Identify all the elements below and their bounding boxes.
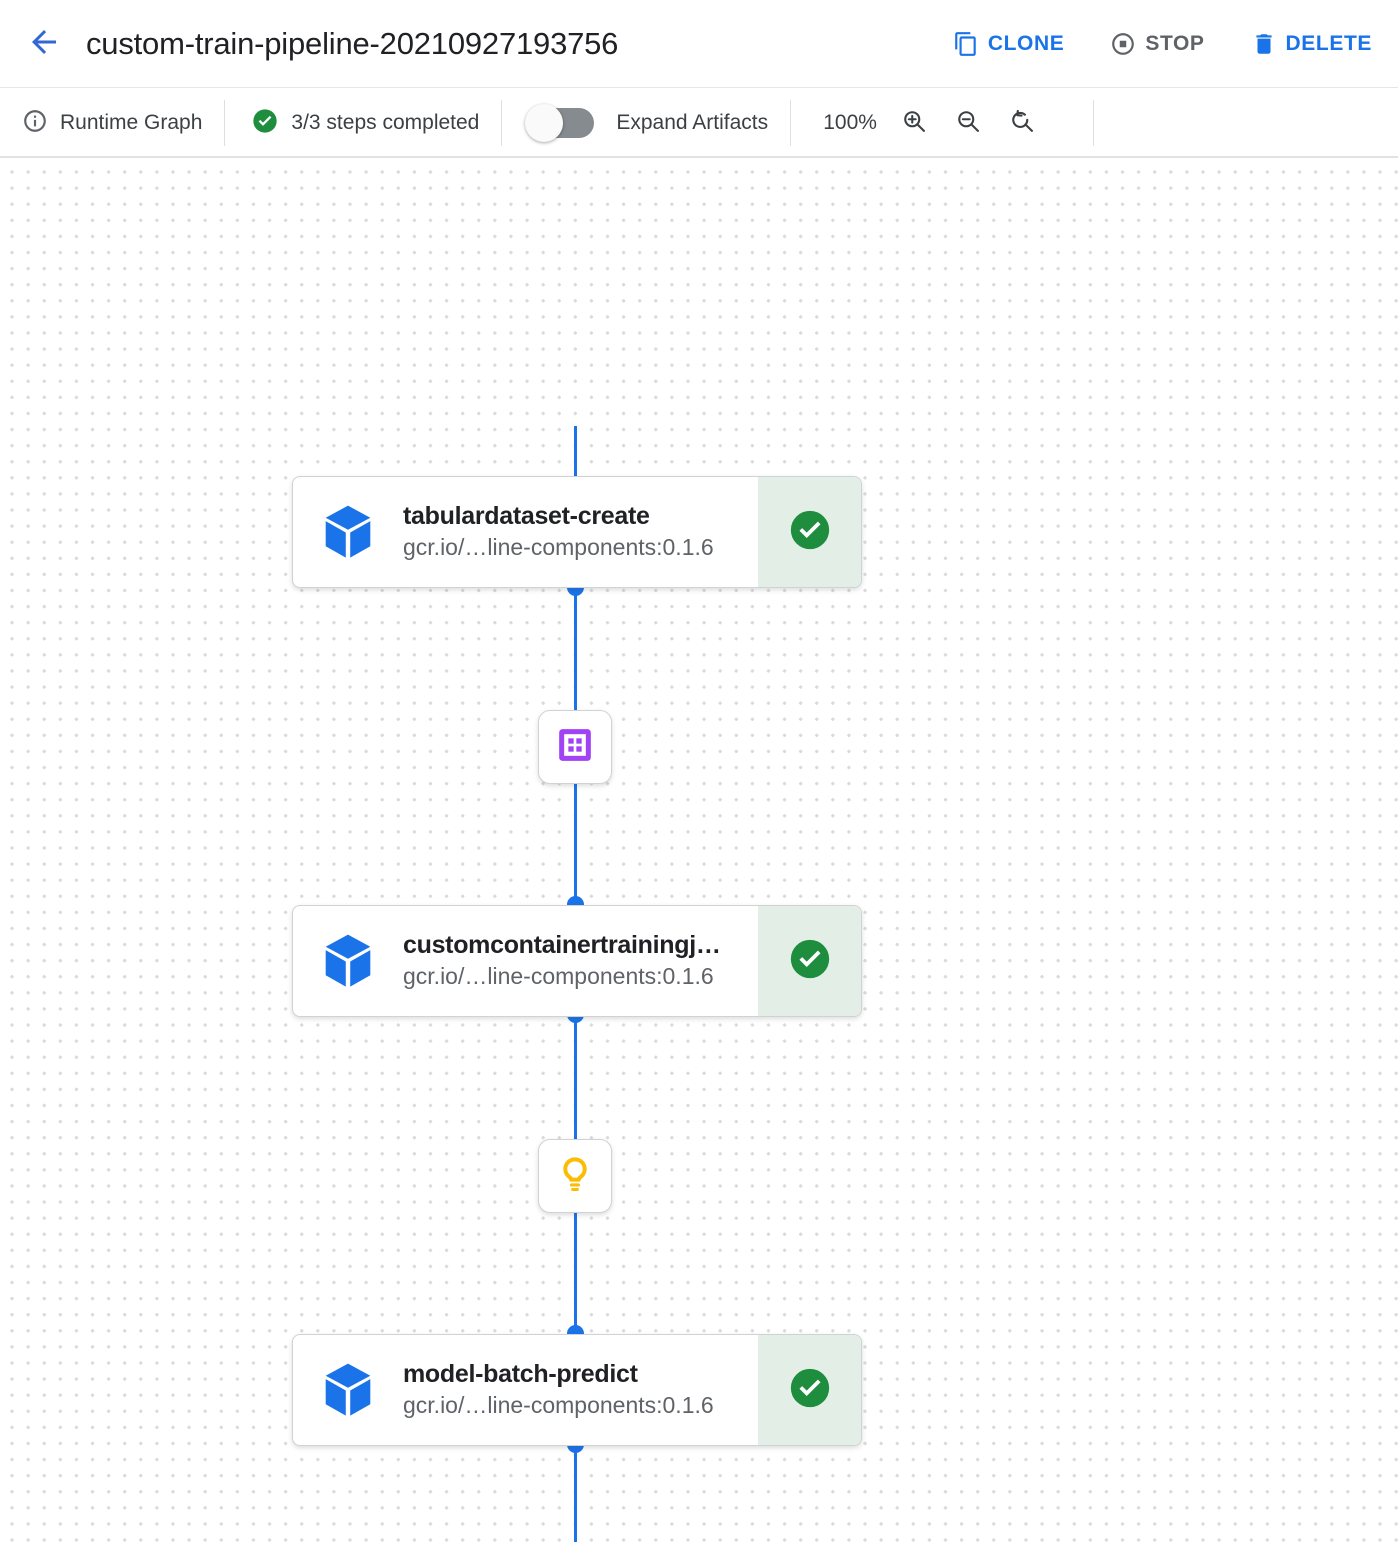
steps-status: 3/3 steps completed xyxy=(225,88,501,158)
cube-icon xyxy=(293,906,403,1016)
stop-label: STOP xyxy=(1145,32,1205,55)
artifact-node-dataset[interactable] xyxy=(538,710,612,784)
dataset-icon xyxy=(555,725,595,770)
trash-icon xyxy=(1251,31,1277,57)
arrow-back-icon xyxy=(26,24,62,65)
zoom-reset-button[interactable] xyxy=(999,100,1045,146)
edge-node1-dataset-lower xyxy=(574,588,577,716)
edge-node2-to-model xyxy=(574,1010,577,1150)
node-subtitle: gcr.io/…line-components:0.1.6 xyxy=(403,534,714,561)
node-text: tabulardataset-create gcr.io/…line-compo… xyxy=(403,477,758,587)
page-title: custom-train-pipeline-20210927193756 xyxy=(86,26,619,61)
edge-model-to-node3 xyxy=(574,1206,577,1348)
toolbar-divider-4 xyxy=(1093,100,1095,146)
toolbar-divider-1 xyxy=(224,100,226,146)
delete-label: DELETE xyxy=(1285,32,1372,55)
pipeline-node-tabulardataset-create[interactable]: tabulardataset-create gcr.io/…line-compo… xyxy=(292,476,862,588)
zoom-in-button[interactable] xyxy=(891,100,937,146)
clone-button[interactable]: CLONE xyxy=(953,31,1065,57)
stop-circle-icon xyxy=(1110,31,1136,57)
toolbar-divider-3 xyxy=(790,100,792,146)
delete-button[interactable]: DELETE xyxy=(1251,31,1372,57)
zoom-reset-icon xyxy=(1008,107,1036,140)
toggle-knob xyxy=(525,104,564,142)
node-title: customcontainertrainingj… xyxy=(403,930,721,959)
expand-artifacts-label: Expand Artifacts xyxy=(616,111,769,134)
zoom-out-button[interactable] xyxy=(945,100,991,146)
artifact-node-model[interactable] xyxy=(538,1139,612,1213)
header-actions: CLONE STOP DELETE xyxy=(953,31,1372,57)
status-badge xyxy=(758,906,861,1016)
back-button[interactable] xyxy=(22,22,66,66)
check-circle-icon xyxy=(787,936,833,987)
zoom-in-icon xyxy=(900,107,928,140)
stop-button[interactable]: STOP xyxy=(1110,31,1204,57)
toolbar-divider-2 xyxy=(501,100,503,146)
expand-artifacts-toggle[interactable] xyxy=(525,104,595,142)
node-title: model-batch-predict xyxy=(403,1359,638,1388)
pipeline-node-customcontainertrainingjob[interactable]: customcontainertrainingj… gcr.io/…line-c… xyxy=(292,905,862,1017)
node-subtitle: gcr.io/…line-components:0.1.6 xyxy=(403,963,714,990)
copy-icon xyxy=(953,31,979,57)
zoom-level-label: 100% xyxy=(823,111,877,134)
runtime-graph-item[interactable]: Runtime Graph xyxy=(22,88,224,158)
node-title: tabulardataset-create xyxy=(403,501,650,530)
info-icon xyxy=(22,108,48,139)
runtime-graph-label: Runtime Graph xyxy=(60,111,203,134)
cube-icon xyxy=(293,477,403,587)
clone-label: CLONE xyxy=(987,32,1065,55)
zoom-out-icon xyxy=(954,107,982,140)
status-badge xyxy=(758,1335,861,1445)
pipeline-graph-canvas[interactable]: tabulardataset-create gcr.io/…line-compo… xyxy=(0,158,1398,1542)
lightbulb-icon xyxy=(555,1154,595,1199)
graph-toolbar: Runtime Graph 3/3 steps completed Expand… xyxy=(0,88,1398,158)
page-header: custom-train-pipeline-20210927193756 CLO… xyxy=(0,0,1398,88)
zoom-controls: 100% xyxy=(791,88,1067,158)
edge-node3-to-batchpred xyxy=(574,1442,577,1542)
pipeline-node-model-batch-predict[interactable]: model-batch-predict gcr.io/…line-compone… xyxy=(292,1334,862,1446)
expand-artifacts-group: Expand Artifacts xyxy=(502,88,790,158)
steps-status-label: 3/3 steps completed xyxy=(291,111,480,134)
node-subtitle: gcr.io/…line-components:0.1.6 xyxy=(403,1392,714,1419)
edge-dataset-to-node2 xyxy=(574,778,577,923)
check-circle-icon xyxy=(251,107,279,140)
node-text: model-batch-predict gcr.io/…line-compone… xyxy=(403,1335,758,1445)
node-text: customcontainertrainingj… gcr.io/…line-c… xyxy=(403,906,758,1016)
status-badge xyxy=(758,477,861,587)
cube-icon xyxy=(293,1335,403,1445)
check-circle-icon xyxy=(787,1365,833,1416)
check-circle-icon xyxy=(787,507,833,558)
